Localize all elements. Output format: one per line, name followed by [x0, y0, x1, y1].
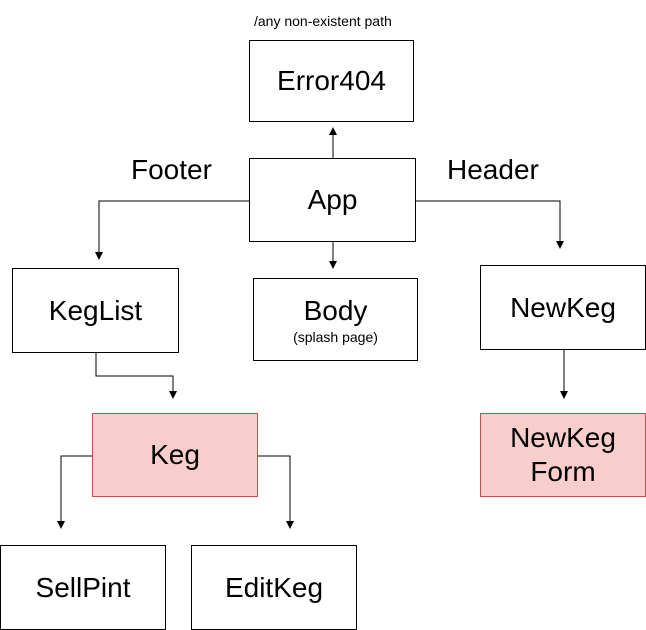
edge-keg-editkeg	[258, 455, 294, 529]
route-note: /any non-existent path	[254, 13, 392, 29]
edge-app-newkeg	[416, 200, 564, 249]
node-sellpint: SellPint	[0, 545, 166, 630]
node-sellpint-label: SellPint	[35, 571, 131, 603]
footer-label: Footer	[131, 154, 212, 185]
node-error404-label: Error404	[277, 65, 386, 96]
node-editkeg-label: EditKeg	[224, 571, 324, 603]
node-newkeg-form: NewKeg Form	[480, 413, 646, 497]
node-body: Body (splash page)	[253, 278, 418, 361]
node-keg: Keg	[92, 413, 258, 497]
node-newkeg-label: NewKeg	[510, 291, 616, 323]
node-keg-label: Keg	[150, 439, 200, 470]
node-app: App	[249, 158, 416, 242]
node-keglist-label: KegList	[48, 294, 143, 326]
edge-keg-sellpint	[57, 455, 92, 529]
node-editkeg: EditKeg	[191, 545, 357, 630]
header-label: Header	[447, 154, 539, 185]
node-app-label: App	[307, 184, 358, 215]
edge-keglist-keg	[95, 353, 177, 399]
node-newkeg: NewKeg	[480, 265, 646, 350]
node-error404: Error404	[249, 40, 414, 122]
node-newkeg-form-label: NewKeg Form	[510, 422, 616, 487]
node-body-label: Body	[303, 294, 368, 326]
node-keglist: KegList	[12, 268, 179, 353]
edge-app-keglist	[95, 200, 249, 260]
node-body-sublabel: (splash page)	[293, 328, 378, 345]
